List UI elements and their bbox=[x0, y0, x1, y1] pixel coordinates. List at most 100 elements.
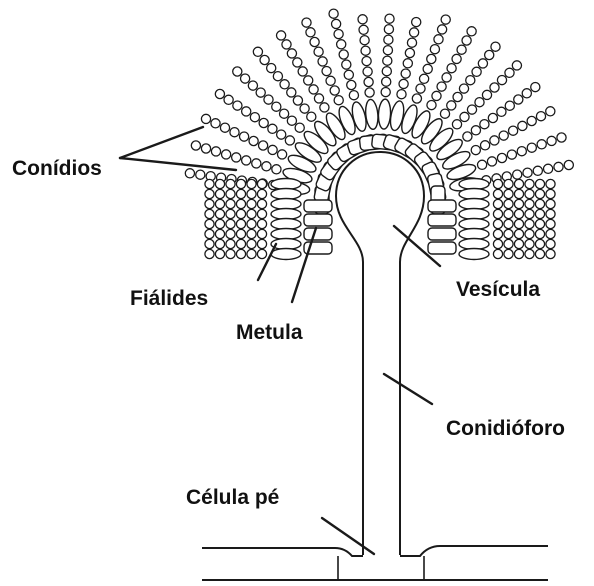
conidium bbox=[236, 199, 245, 208]
conidium bbox=[267, 64, 276, 73]
metula bbox=[428, 228, 456, 240]
label-celula-pe: Célula pé bbox=[186, 487, 279, 508]
conidium bbox=[420, 74, 429, 83]
conidium bbox=[384, 35, 393, 44]
phialide bbox=[378, 99, 392, 130]
conidium bbox=[307, 112, 316, 121]
conidium bbox=[514, 219, 523, 228]
conidium bbox=[287, 88, 296, 97]
conidium bbox=[412, 18, 421, 27]
conidium bbox=[564, 160, 573, 169]
conidium bbox=[382, 77, 391, 86]
conidium bbox=[215, 209, 224, 218]
conidium bbox=[247, 199, 256, 208]
conidium bbox=[410, 28, 419, 37]
conidium bbox=[205, 209, 214, 218]
conidium bbox=[332, 19, 341, 28]
conidium bbox=[546, 229, 555, 238]
conidium bbox=[481, 141, 490, 150]
conidium bbox=[514, 229, 523, 238]
conidium bbox=[322, 67, 331, 76]
conidium bbox=[478, 59, 487, 68]
conidium bbox=[337, 40, 346, 49]
conidium bbox=[280, 80, 289, 89]
conidium bbox=[452, 120, 461, 129]
conidium bbox=[342, 60, 351, 69]
conidium bbox=[403, 59, 412, 68]
conidium bbox=[360, 36, 369, 45]
conidium bbox=[405, 48, 414, 57]
conidium bbox=[349, 91, 358, 100]
conidium bbox=[334, 96, 343, 105]
conidium bbox=[230, 128, 239, 137]
conidium bbox=[467, 27, 476, 36]
conidium bbox=[525, 179, 534, 188]
conidium bbox=[215, 199, 224, 208]
conidium bbox=[546, 189, 555, 198]
conidium bbox=[525, 219, 534, 228]
conidium bbox=[525, 189, 534, 198]
conidium bbox=[215, 189, 224, 198]
conidium bbox=[257, 249, 266, 258]
conidium bbox=[306, 28, 315, 37]
conidium bbox=[329, 9, 338, 18]
conidium bbox=[318, 57, 327, 66]
conidium bbox=[320, 103, 329, 112]
conidium bbox=[272, 165, 281, 174]
conidium bbox=[260, 55, 269, 64]
conidium bbox=[514, 179, 523, 188]
conidium bbox=[463, 132, 472, 141]
conidium bbox=[381, 88, 390, 97]
conidium bbox=[525, 199, 534, 208]
conidium bbox=[232, 153, 241, 162]
conidium bbox=[513, 170, 522, 179]
conidium bbox=[441, 15, 450, 24]
conidium bbox=[382, 67, 391, 76]
conidium bbox=[535, 179, 544, 188]
conidium bbox=[262, 162, 271, 171]
conidium bbox=[546, 219, 555, 228]
conidium bbox=[309, 85, 318, 94]
metula bbox=[304, 228, 332, 240]
vesicle-outline bbox=[336, 152, 424, 555]
conidium bbox=[490, 136, 499, 145]
conidium bbox=[215, 249, 224, 258]
conidium bbox=[504, 189, 513, 198]
conidium bbox=[344, 70, 353, 79]
conidium bbox=[471, 146, 480, 155]
conidium bbox=[487, 157, 496, 166]
conidium bbox=[302, 18, 311, 27]
conidium bbox=[226, 209, 235, 218]
conidium bbox=[493, 199, 502, 208]
conidium bbox=[222, 150, 231, 159]
conidium bbox=[525, 209, 534, 218]
conidium bbox=[300, 104, 309, 113]
conidium bbox=[347, 80, 356, 89]
conidium bbox=[480, 120, 489, 129]
conidium bbox=[442, 73, 451, 82]
conidium bbox=[358, 15, 367, 24]
conidium bbox=[514, 199, 523, 208]
conidium bbox=[205, 219, 214, 228]
conidium bbox=[504, 179, 513, 188]
conidium bbox=[453, 92, 462, 101]
conidium bbox=[257, 189, 266, 198]
conidium bbox=[505, 101, 514, 110]
conidium bbox=[491, 42, 500, 51]
conidium bbox=[205, 179, 214, 188]
conidium bbox=[365, 88, 374, 97]
conidium bbox=[472, 67, 481, 76]
label-vesicula: Vesícula bbox=[456, 279, 540, 300]
conidium bbox=[272, 102, 281, 111]
conidium bbox=[236, 219, 245, 228]
metula bbox=[428, 214, 456, 226]
conidium bbox=[205, 249, 214, 258]
conidium bbox=[247, 209, 256, 218]
conidium bbox=[247, 179, 256, 188]
conidium bbox=[233, 67, 242, 76]
conidium bbox=[287, 49, 296, 58]
conidium bbox=[334, 29, 343, 38]
conidium bbox=[273, 72, 282, 81]
conidium bbox=[287, 116, 296, 125]
conidium bbox=[466, 76, 475, 85]
